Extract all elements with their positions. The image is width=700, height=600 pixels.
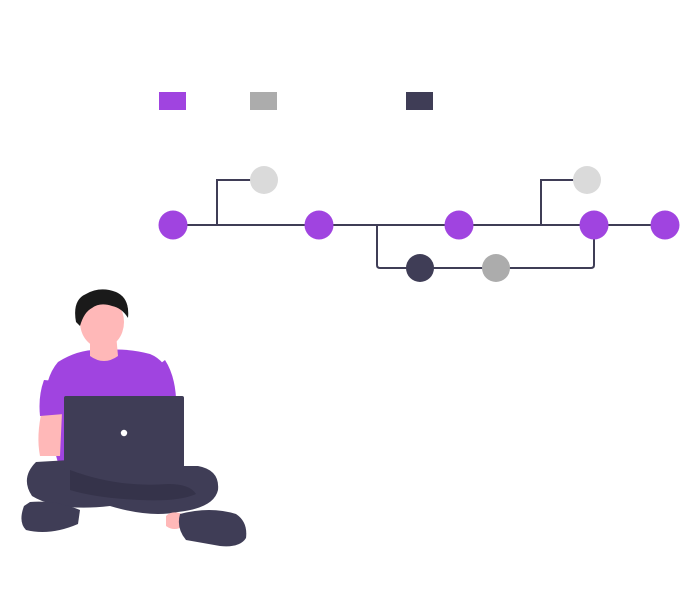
hair: [75, 289, 129, 326]
git-branch-graph: [158, 166, 680, 282]
branch-line-upper-right: [540, 179, 587, 225]
commit-node-main-4: [579, 210, 609, 240]
commit-node-lower-1: [406, 254, 434, 282]
leg-shadow: [70, 470, 196, 501]
shoe-left: [21, 501, 80, 532]
branch-line-upper-left: [216, 179, 264, 225]
commit-node-branch-1: [250, 166, 278, 194]
shoe-right: [178, 510, 247, 547]
legend-swatch-purple: [159, 92, 186, 110]
commit-node-main-2: [304, 210, 334, 240]
head: [80, 296, 124, 348]
arm-left: [38, 410, 62, 456]
commit-node-main-1: [158, 210, 188, 240]
commit-node-lower-2: [482, 254, 510, 282]
commit-node-branch-2: [573, 166, 601, 194]
legend-swatch-gray: [250, 92, 277, 110]
sleeve-left: [39, 380, 66, 416]
legend: [0, 0, 700, 140]
commit-node-main-3: [444, 210, 474, 240]
legend-swatch-dark: [406, 92, 433, 110]
person-with-laptop: [21, 289, 247, 547]
laptop-logo-icon: [120, 429, 128, 437]
commit-node-main-5: [650, 210, 680, 240]
